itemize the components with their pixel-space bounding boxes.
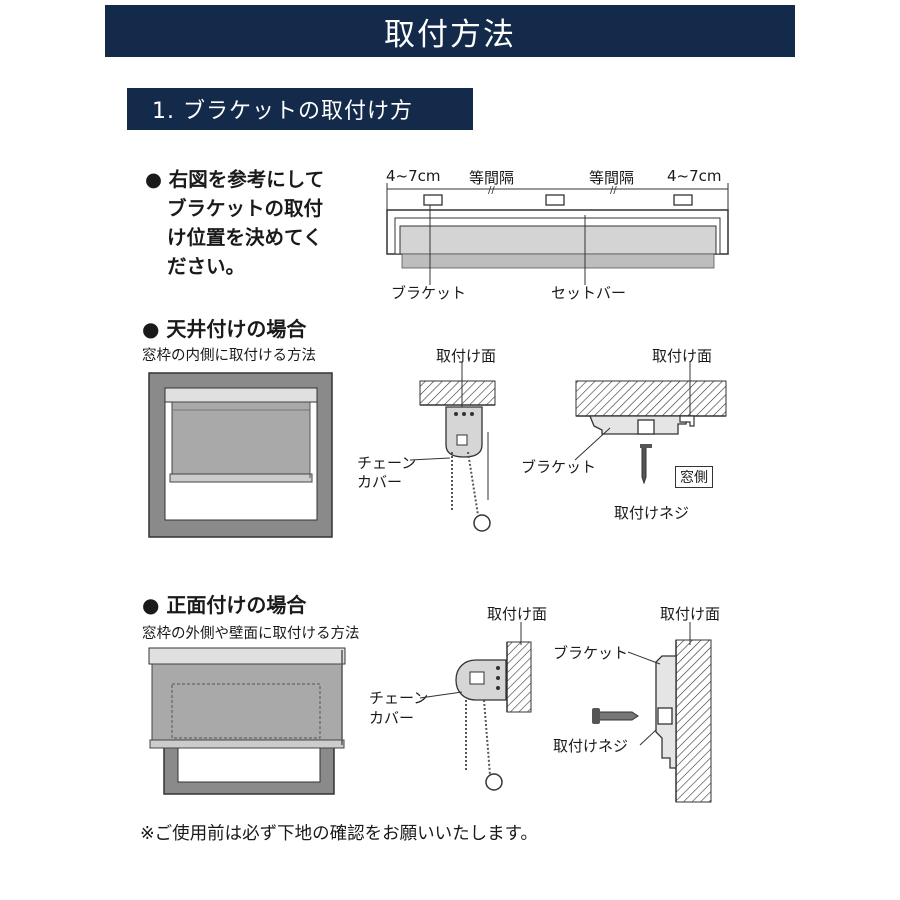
ceiling-chain-cover-1: チェーン bbox=[357, 454, 417, 472]
ceiling-description: 窓枠の内側に取付ける方法 bbox=[142, 348, 316, 364]
window-side-label: 窓側 bbox=[675, 466, 713, 488]
front-window-illustration bbox=[148, 647, 346, 795]
front-heading: ● 正面付けの場合 bbox=[142, 593, 307, 617]
dim-equal-right: 等間隔 bbox=[589, 169, 635, 187]
ceiling-bracket-detail bbox=[574, 362, 727, 485]
ceiling-mount-surface-1: 取付け面 bbox=[436, 347, 497, 365]
svg-text://: // bbox=[610, 185, 617, 196]
intro-line-3: け位置を決めてく bbox=[167, 226, 323, 249]
label-bracket: ブラケット bbox=[391, 284, 467, 302]
ceiling-bracket-label: ブラケット bbox=[521, 458, 597, 476]
front-chain-cover-2: カバー bbox=[369, 709, 415, 727]
front-mount-surface-1: 取付け面 bbox=[487, 605, 548, 623]
front-bracket-label: ブラケット bbox=[553, 644, 629, 662]
svg-text://: // bbox=[488, 185, 495, 196]
label-set-bar: セットバー bbox=[551, 284, 627, 302]
page-title: 取付方法 bbox=[105, 5, 795, 57]
footer-note: ※ご使用前は必ず下地の確認をお願いいたします。 bbox=[140, 824, 538, 844]
bracket-icon bbox=[673, 194, 693, 206]
ceiling-mount-surface-2: 取付け面 bbox=[652, 347, 713, 365]
ceiling-chain-cover-2: カバー bbox=[357, 473, 403, 491]
ceiling-side-view bbox=[409, 362, 496, 532]
front-mount-surface-2: 取付け面 bbox=[660, 605, 721, 623]
dim-equal-left: 等間隔 bbox=[469, 169, 515, 187]
dim-edge-left: 4~7cm bbox=[386, 167, 441, 185]
bracket-placement-diagram: // // bbox=[386, 183, 729, 285]
ceiling-window-illustration bbox=[148, 372, 333, 538]
intro-line-2: ブラケットの取付 bbox=[167, 197, 324, 220]
ceiling-screw-label: 取付けネジ bbox=[614, 504, 690, 522]
intro-line-4: ださい。 bbox=[167, 255, 246, 278]
front-chain-cover-1: チェーン bbox=[369, 689, 429, 707]
bracket-icon bbox=[545, 194, 565, 206]
intro-line-1: ● 右図を参考にして bbox=[145, 168, 325, 191]
front-screw-label: 取付けネジ bbox=[553, 737, 629, 755]
front-bracket-detail bbox=[592, 622, 712, 803]
front-description: 窓枠の外側や壁面に取付ける方法 bbox=[142, 626, 360, 642]
front-side-view bbox=[419, 622, 532, 791]
dim-edge-right: 4~7cm bbox=[667, 167, 722, 185]
bracket-icon bbox=[423, 194, 443, 206]
section-heading-bracket: 1. ブラケットの取付け方 bbox=[127, 88, 473, 130]
ceiling-heading: ● 天井付けの場合 bbox=[142, 317, 307, 341]
